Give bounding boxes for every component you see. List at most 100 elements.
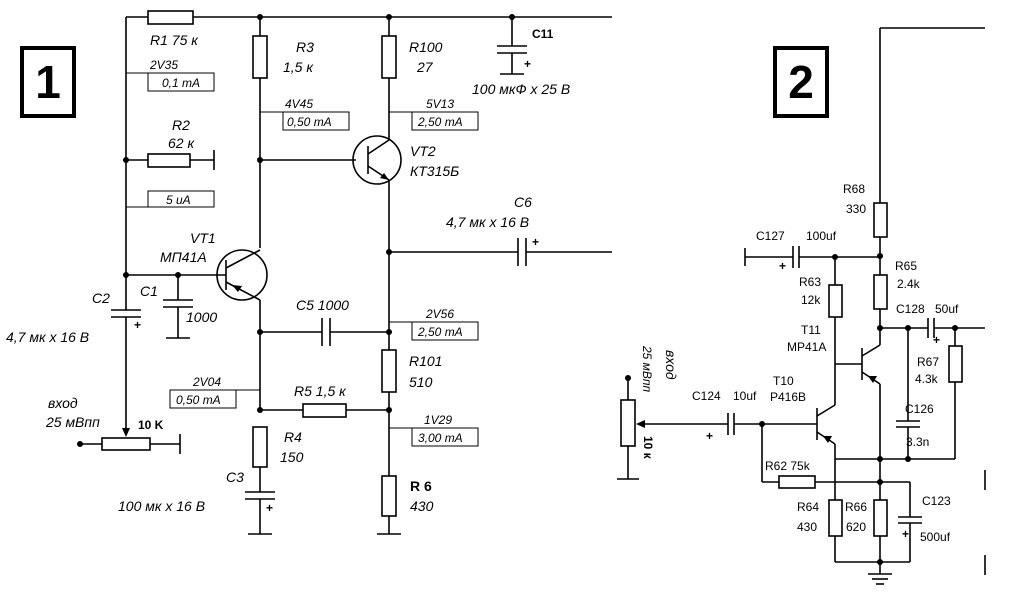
c3-name: C3: [226, 469, 244, 485]
r101-name: R101: [409, 353, 442, 369]
r3-name: R3: [296, 39, 314, 55]
e2-voltage: 2V56: [425, 307, 454, 321]
feedback-node-dot-2: [905, 456, 911, 462]
resistor-r66: [873, 499, 888, 537]
c128-polarity: +: [933, 333, 940, 347]
feedback-node-dot-1: [877, 456, 883, 462]
c127-name: C127: [756, 229, 785, 243]
c11-name: C11: [532, 27, 554, 41]
c123-value: 500uf: [920, 530, 951, 544]
t10-collector-lead: [816, 404, 836, 417]
input-label: вход: [48, 395, 78, 411]
r3-current: 0,50 mA: [287, 115, 332, 129]
c6-polarity: +: [532, 235, 539, 249]
r68-value: 330: [846, 202, 866, 216]
resistor-r5: [302, 403, 347, 418]
c124-polarity: +: [706, 429, 713, 443]
r66-name: R66: [845, 500, 867, 514]
t11-type: MP41A: [787, 340, 826, 354]
c127-polarity: +: [779, 259, 786, 273]
vt1-name: VT1: [190, 230, 216, 246]
r67-value: 4.3k: [915, 372, 939, 386]
r6-current-box: [411, 427, 479, 447]
e2-current: 2,50 mA: [417, 325, 463, 339]
r2-current: 5 uA: [166, 193, 191, 207]
resistor-r6: [381, 475, 397, 517]
t10-emitter-arrow: [823, 436, 832, 443]
r65-value: 2.4k: [897, 277, 921, 291]
r100-current: 2,50 mA: [417, 115, 463, 129]
resistor-r65: [873, 274, 888, 310]
c124-name: C124: [692, 389, 721, 403]
vt1-collector-lead: [225, 249, 261, 269]
input-level: 25 мВпп: [45, 414, 100, 430]
r68-node-dot: [877, 253, 883, 259]
panel-2-number: 2: [788, 56, 814, 108]
r6-value: 430: [410, 498, 434, 514]
r2-current-box: [147, 190, 215, 208]
vt2-type: КТ315Б: [410, 163, 459, 179]
e2-current-box: [411, 321, 479, 341]
r4-name: R4: [284, 429, 302, 445]
r100-current-box: [411, 111, 479, 131]
r1-label: R1 75 к: [150, 32, 199, 48]
c6-value: 4,7 мк x 16 В: [446, 214, 529, 230]
c6-name: C6: [514, 194, 532, 210]
c5-right-node-dot: [386, 329, 392, 335]
c3-polarity: +: [266, 501, 273, 515]
panel-1-number-frame: [20, 46, 76, 118]
r62-right-node-dot: [877, 479, 883, 485]
c127-value: 100uf: [806, 229, 837, 243]
r100-name: R100: [409, 39, 443, 55]
panel-2-number-frame: [773, 46, 829, 118]
resistor-r4: [252, 426, 268, 468]
c2-name: C2: [92, 290, 110, 306]
c11-value: 100 мкФ x 25 В: [472, 81, 570, 97]
c126-value: 3.3n: [906, 435, 929, 449]
r5-label: R5 1,5 к: [294, 383, 347, 399]
r5-current-box: [169, 389, 237, 409]
r2-value: 62 к: [168, 135, 195, 151]
vt2-name: VT2: [410, 143, 436, 159]
p2-pot-value: 10 к: [641, 436, 655, 460]
resistor-r3: [252, 35, 268, 79]
r6-voltage: 1V29: [424, 413, 452, 427]
t11-name: T11: [801, 323, 821, 337]
r68-name: R68: [843, 182, 865, 196]
r100-value: 27: [416, 59, 434, 75]
c128-value: 50uf: [935, 302, 959, 316]
r6-name: R 6: [410, 478, 432, 494]
t10-name: T10: [773, 374, 794, 388]
r101-value: 510: [409, 374, 433, 390]
resistor-r101: [381, 349, 397, 393]
vt2-emitter-arrow: [380, 173, 389, 180]
vt1-emitter-arrow: [232, 285, 242, 292]
t10-type: P416B: [770, 390, 806, 404]
p2-ground-node-dot: [877, 559, 883, 565]
r63-name: R63: [799, 275, 821, 289]
vt1-type: МП41А: [160, 249, 207, 265]
panel-1-schematic: 1 R1 75 к 2V35 0,1 mA R2 62 к 5 uA R3 1,…: [6, 10, 612, 535]
c2-polarity: +: [134, 318, 141, 332]
p2-input-level: 25 мВпп: [640, 345, 654, 393]
r2-name: R2: [172, 117, 190, 133]
pot-wiper-arrow: [122, 428, 130, 437]
resistor-r63: [828, 284, 843, 318]
r64-name: R64: [797, 500, 819, 514]
t11-emitter-arrow: [868, 376, 877, 383]
c1-value: 1000: [186, 309, 217, 325]
c11-polarity: +: [524, 57, 531, 71]
c123-name: C123: [922, 494, 951, 508]
transistor-vt2: [352, 135, 402, 185]
resistor-r67: [948, 345, 963, 383]
r67-name: R67: [917, 355, 939, 369]
c124-value: 10uf: [733, 389, 757, 403]
resistor-r1: [147, 10, 194, 25]
panel-2-schematic: 2 R68 330 + C127 100uf R63 12k R65 2.4k: [617, 27, 986, 585]
resistor-r62: [778, 475, 816, 489]
r3-current-box: [282, 111, 350, 131]
r3-value: 1,5 к: [283, 59, 314, 75]
pot-value: 10 K: [138, 418, 164, 432]
vt1-emitter-lead: [225, 281, 261, 301]
